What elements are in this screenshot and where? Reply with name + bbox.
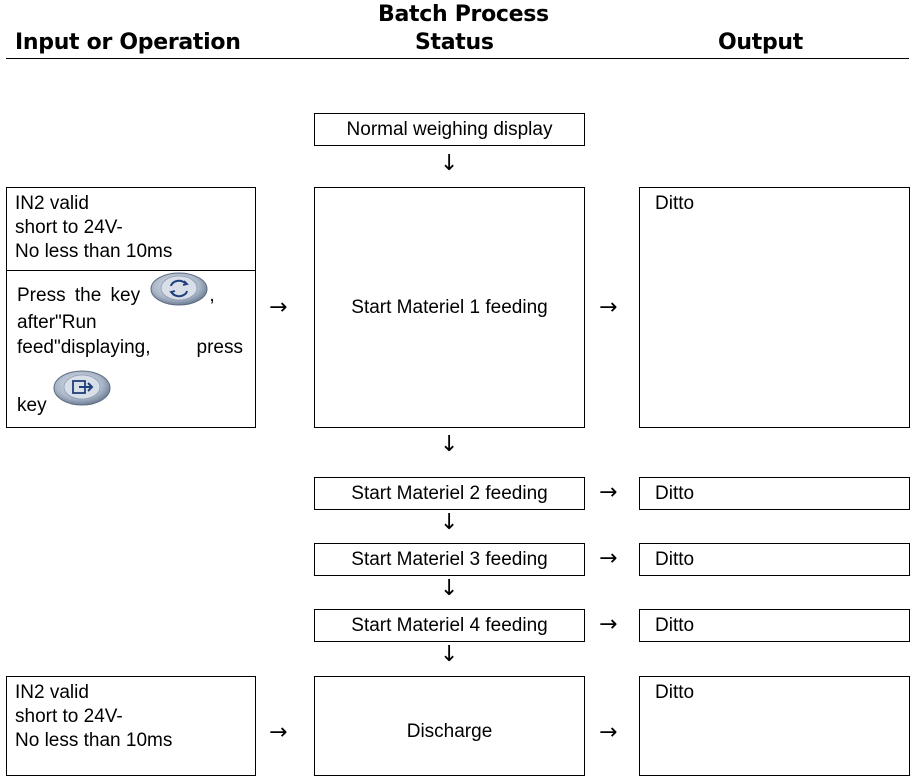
header-underline bbox=[6, 58, 909, 59]
operation-text: key bbox=[17, 395, 47, 417]
status-normal-weighing: Normal weighing display bbox=[314, 113, 585, 146]
page-title: Batch Process bbox=[378, 2, 549, 27]
right-arrow: → bbox=[599, 612, 618, 637]
operation-text: press bbox=[196, 337, 243, 358]
output-label: Ditto bbox=[655, 682, 695, 703]
right-arrow: → bbox=[599, 295, 618, 320]
operation-text: , bbox=[209, 285, 215, 306]
status-materiel-1-label: Start Materiel 1 feeding bbox=[351, 296, 548, 318]
column-header-status: Status bbox=[415, 30, 494, 55]
right-arrow: → bbox=[269, 295, 288, 320]
output-box-5: Ditto bbox=[639, 676, 910, 776]
right-arrow: → bbox=[599, 546, 618, 571]
input-in2-box-discharge: IN2 valid short to 24V- No less than 10m… bbox=[6, 676, 256, 776]
output-box-4: Ditto bbox=[639, 609, 910, 642]
operation-line-4: key bbox=[17, 370, 112, 416]
right-arrow: → bbox=[599, 720, 618, 745]
down-arrow: ↓ bbox=[440, 151, 459, 176]
down-arrow: ↓ bbox=[440, 510, 459, 535]
operation-line-3: feed"displaying, press bbox=[17, 336, 243, 360]
output-box-1: Ditto bbox=[639, 187, 910, 428]
column-header-output: Output bbox=[718, 30, 804, 55]
down-arrow: ↓ bbox=[440, 576, 459, 601]
status-materiel-2: Start Materiel 2 feeding bbox=[314, 477, 585, 510]
down-arrow: ↓ bbox=[440, 642, 459, 667]
status-materiel-3: Start Materiel 3 feeding bbox=[314, 543, 585, 576]
input-line: No less than 10ms bbox=[15, 241, 173, 262]
input-line: IN2 valid bbox=[15, 682, 89, 703]
operation-text: Press the key bbox=[17, 285, 141, 306]
output-label: Ditto bbox=[655, 483, 695, 504]
output-box-2: Ditto bbox=[639, 477, 910, 510]
output-box-3: Ditto bbox=[639, 543, 910, 576]
operation-key-box: Press the key , after"Run feed"displayin… bbox=[6, 270, 256, 428]
cycle-key-icon bbox=[150, 272, 208, 306]
status-materiel-1: Start Materiel 1 feeding bbox=[314, 187, 585, 428]
output-label: Ditto bbox=[655, 615, 695, 636]
status-normal-label: Normal weighing display bbox=[346, 118, 553, 140]
status-materiel-4-label: Start Materiel 4 feeding bbox=[351, 614, 548, 636]
column-header-input: Input or Operation bbox=[15, 30, 241, 55]
enter-key-icon bbox=[53, 370, 111, 406]
input-line: short to 24V- bbox=[15, 217, 123, 238]
status-materiel-2-label: Start Materiel 2 feeding bbox=[351, 482, 548, 504]
right-arrow: → bbox=[599, 480, 618, 505]
status-discharge-label: Discharge bbox=[406, 721, 493, 742]
down-arrow: ↓ bbox=[440, 432, 459, 457]
operation-text: feed"displaying, bbox=[17, 337, 151, 358]
output-label: Ditto bbox=[655, 549, 695, 570]
right-arrow: → bbox=[269, 720, 288, 745]
operation-text: after"Run bbox=[17, 312, 97, 333]
output-label: Ditto bbox=[655, 193, 695, 214]
input-line: short to 24V- bbox=[15, 706, 123, 727]
status-materiel-3-label: Start Materiel 3 feeding bbox=[351, 548, 548, 570]
operation-line-1: Press the key , bbox=[17, 272, 215, 308]
status-discharge: Discharge bbox=[314, 676, 585, 776]
status-materiel-4: Start Materiel 4 feeding bbox=[314, 609, 585, 642]
input-line: IN2 valid bbox=[15, 193, 89, 214]
input-line: No less than 10ms bbox=[15, 730, 173, 751]
input-in2-box: IN2 valid short to 24V- No less than 10m… bbox=[6, 187, 256, 271]
